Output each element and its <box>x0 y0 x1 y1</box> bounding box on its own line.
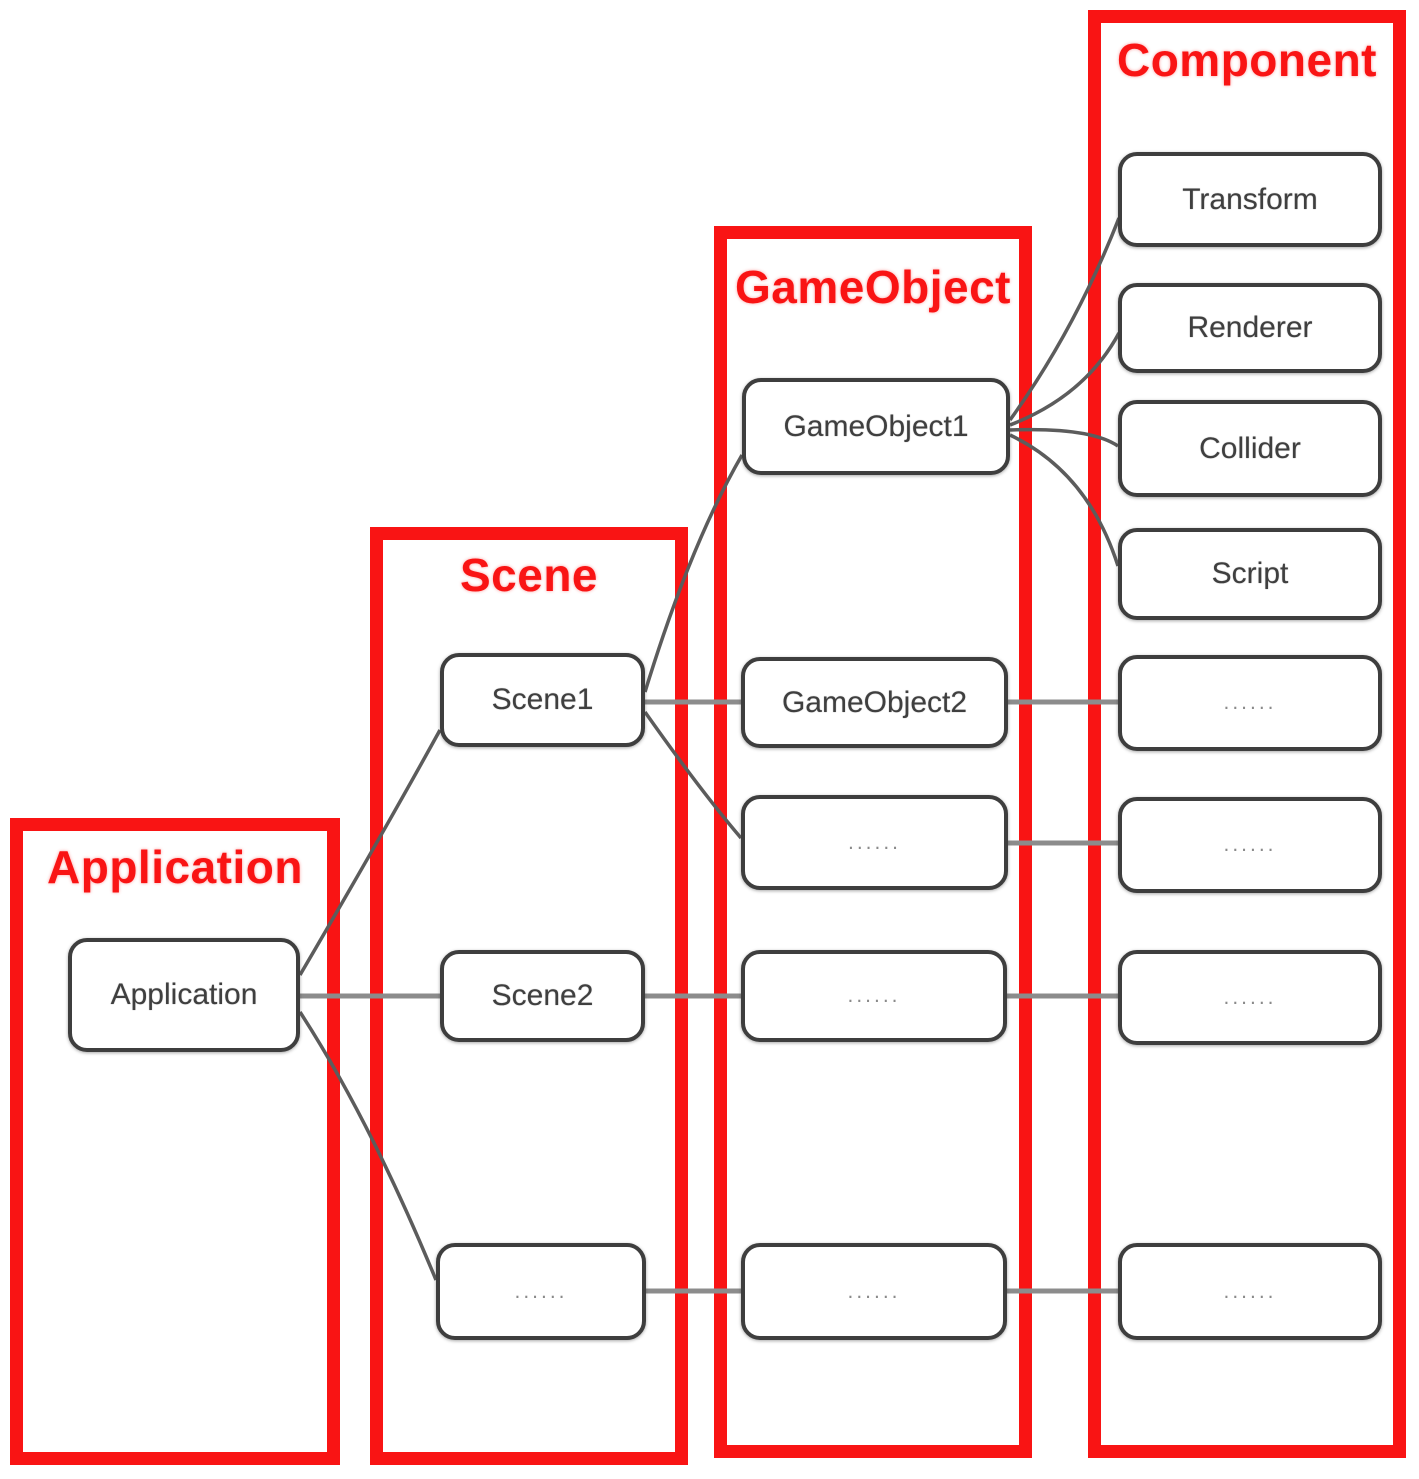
edge-go1-renderer <box>1009 332 1121 427</box>
node-comp6: ...... <box>1118 797 1382 893</box>
node-scene2: Scene2 <box>440 950 645 1042</box>
edge-scene1-go1 <box>643 454 744 693</box>
column-frame-application <box>10 818 340 1465</box>
edge-go1-transform <box>1008 217 1121 422</box>
node-go5: ...... <box>741 1243 1007 1340</box>
edge-go1-script <box>1009 433 1120 567</box>
node-comp7: ...... <box>1118 950 1382 1045</box>
node-transform: Transform <box>1118 152 1382 247</box>
edge-go1-collider <box>1009 427 1119 448</box>
edge-app-scene1 <box>298 729 442 976</box>
node-comp5: ...... <box>1118 655 1382 751</box>
node-scene1: Scene1 <box>440 653 645 747</box>
column-title-application: Application <box>47 841 303 893</box>
node-go2: GameObject2 <box>741 657 1008 748</box>
column-title-component: Component <box>1116 34 1377 86</box>
column-title-scene: Scene <box>459 549 599 601</box>
edge-scene1-go3 <box>643 710 743 840</box>
node-script: Script <box>1118 528 1382 620</box>
node-go1: GameObject1 <box>742 378 1010 475</box>
node-go3: ...... <box>741 795 1008 890</box>
node-collider: Collider <box>1118 400 1382 497</box>
node-go4: ...... <box>741 950 1007 1042</box>
column-title-gameobject: GameObject <box>735 261 1011 313</box>
node-app: Application <box>68 938 300 1052</box>
edge-app-scene3 <box>298 1011 438 1281</box>
node-scene3: ...... <box>436 1243 646 1340</box>
node-comp8: ...... <box>1118 1243 1382 1340</box>
node-renderer: Renderer <box>1118 283 1382 373</box>
